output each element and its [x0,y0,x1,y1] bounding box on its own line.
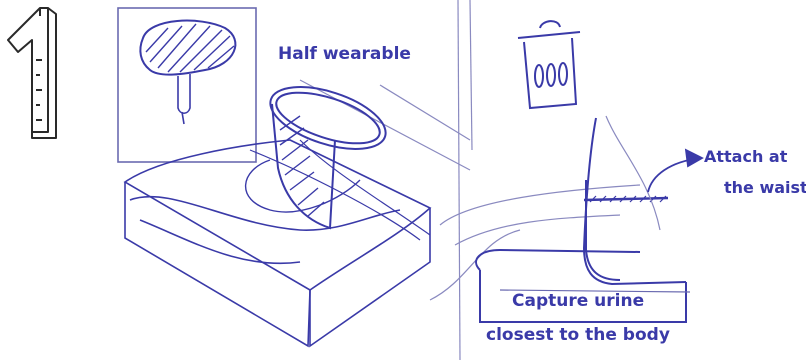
device-inset-frame [118,8,256,162]
capture-label-line1: Capture urine [512,293,644,310]
half-wearable-device [246,75,430,240]
attach-label-line1: Attach at [704,149,787,165]
seat-cushion [125,140,430,346]
trash-bin-icon [518,21,580,108]
capture-label-line2: closest to the body [486,327,670,344]
half-wearable-label: Half wearable [278,46,411,63]
attach-arrow [648,150,702,192]
attach-label-line2: the waist [724,180,806,196]
step-number-graphic [8,8,56,138]
